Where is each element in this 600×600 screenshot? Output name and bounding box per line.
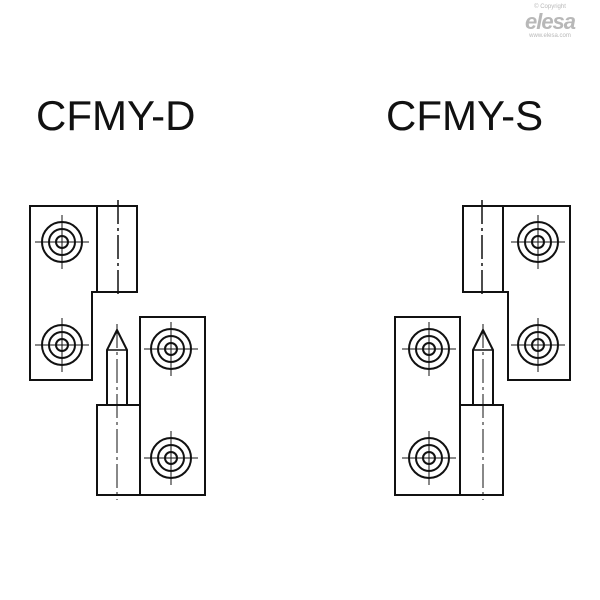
mounting-hole-icon: [34, 214, 90, 270]
variant-label-s: CFMY-S: [386, 92, 544, 139]
hinge-cfmy-s: [394, 200, 571, 500]
mounting-hole-icon: [510, 214, 566, 270]
mounting-hole-icon: [401, 430, 457, 486]
watermark-logo: elesa: [524, 9, 576, 34]
mounting-hole-icon: [143, 321, 199, 377]
watermark-copyright: © Copyright: [534, 4, 566, 10]
mounting-hole-icon: [34, 317, 90, 373]
upper-leaf-outline: [29, 205, 138, 381]
upper-leaf-outline: [462, 205, 571, 381]
elesa-watermark: © Copyright elesa www.elesa.com: [508, 4, 592, 40]
mounting-hole-icon: [510, 317, 566, 373]
mounting-hole-icon: [143, 430, 199, 486]
mounting-hole-icon: [401, 321, 457, 377]
watermark-url: www.elesa.com: [529, 33, 571, 39]
variant-label-d: CFMY-D: [36, 92, 196, 139]
hinge-cfmy-d: [29, 200, 206, 500]
